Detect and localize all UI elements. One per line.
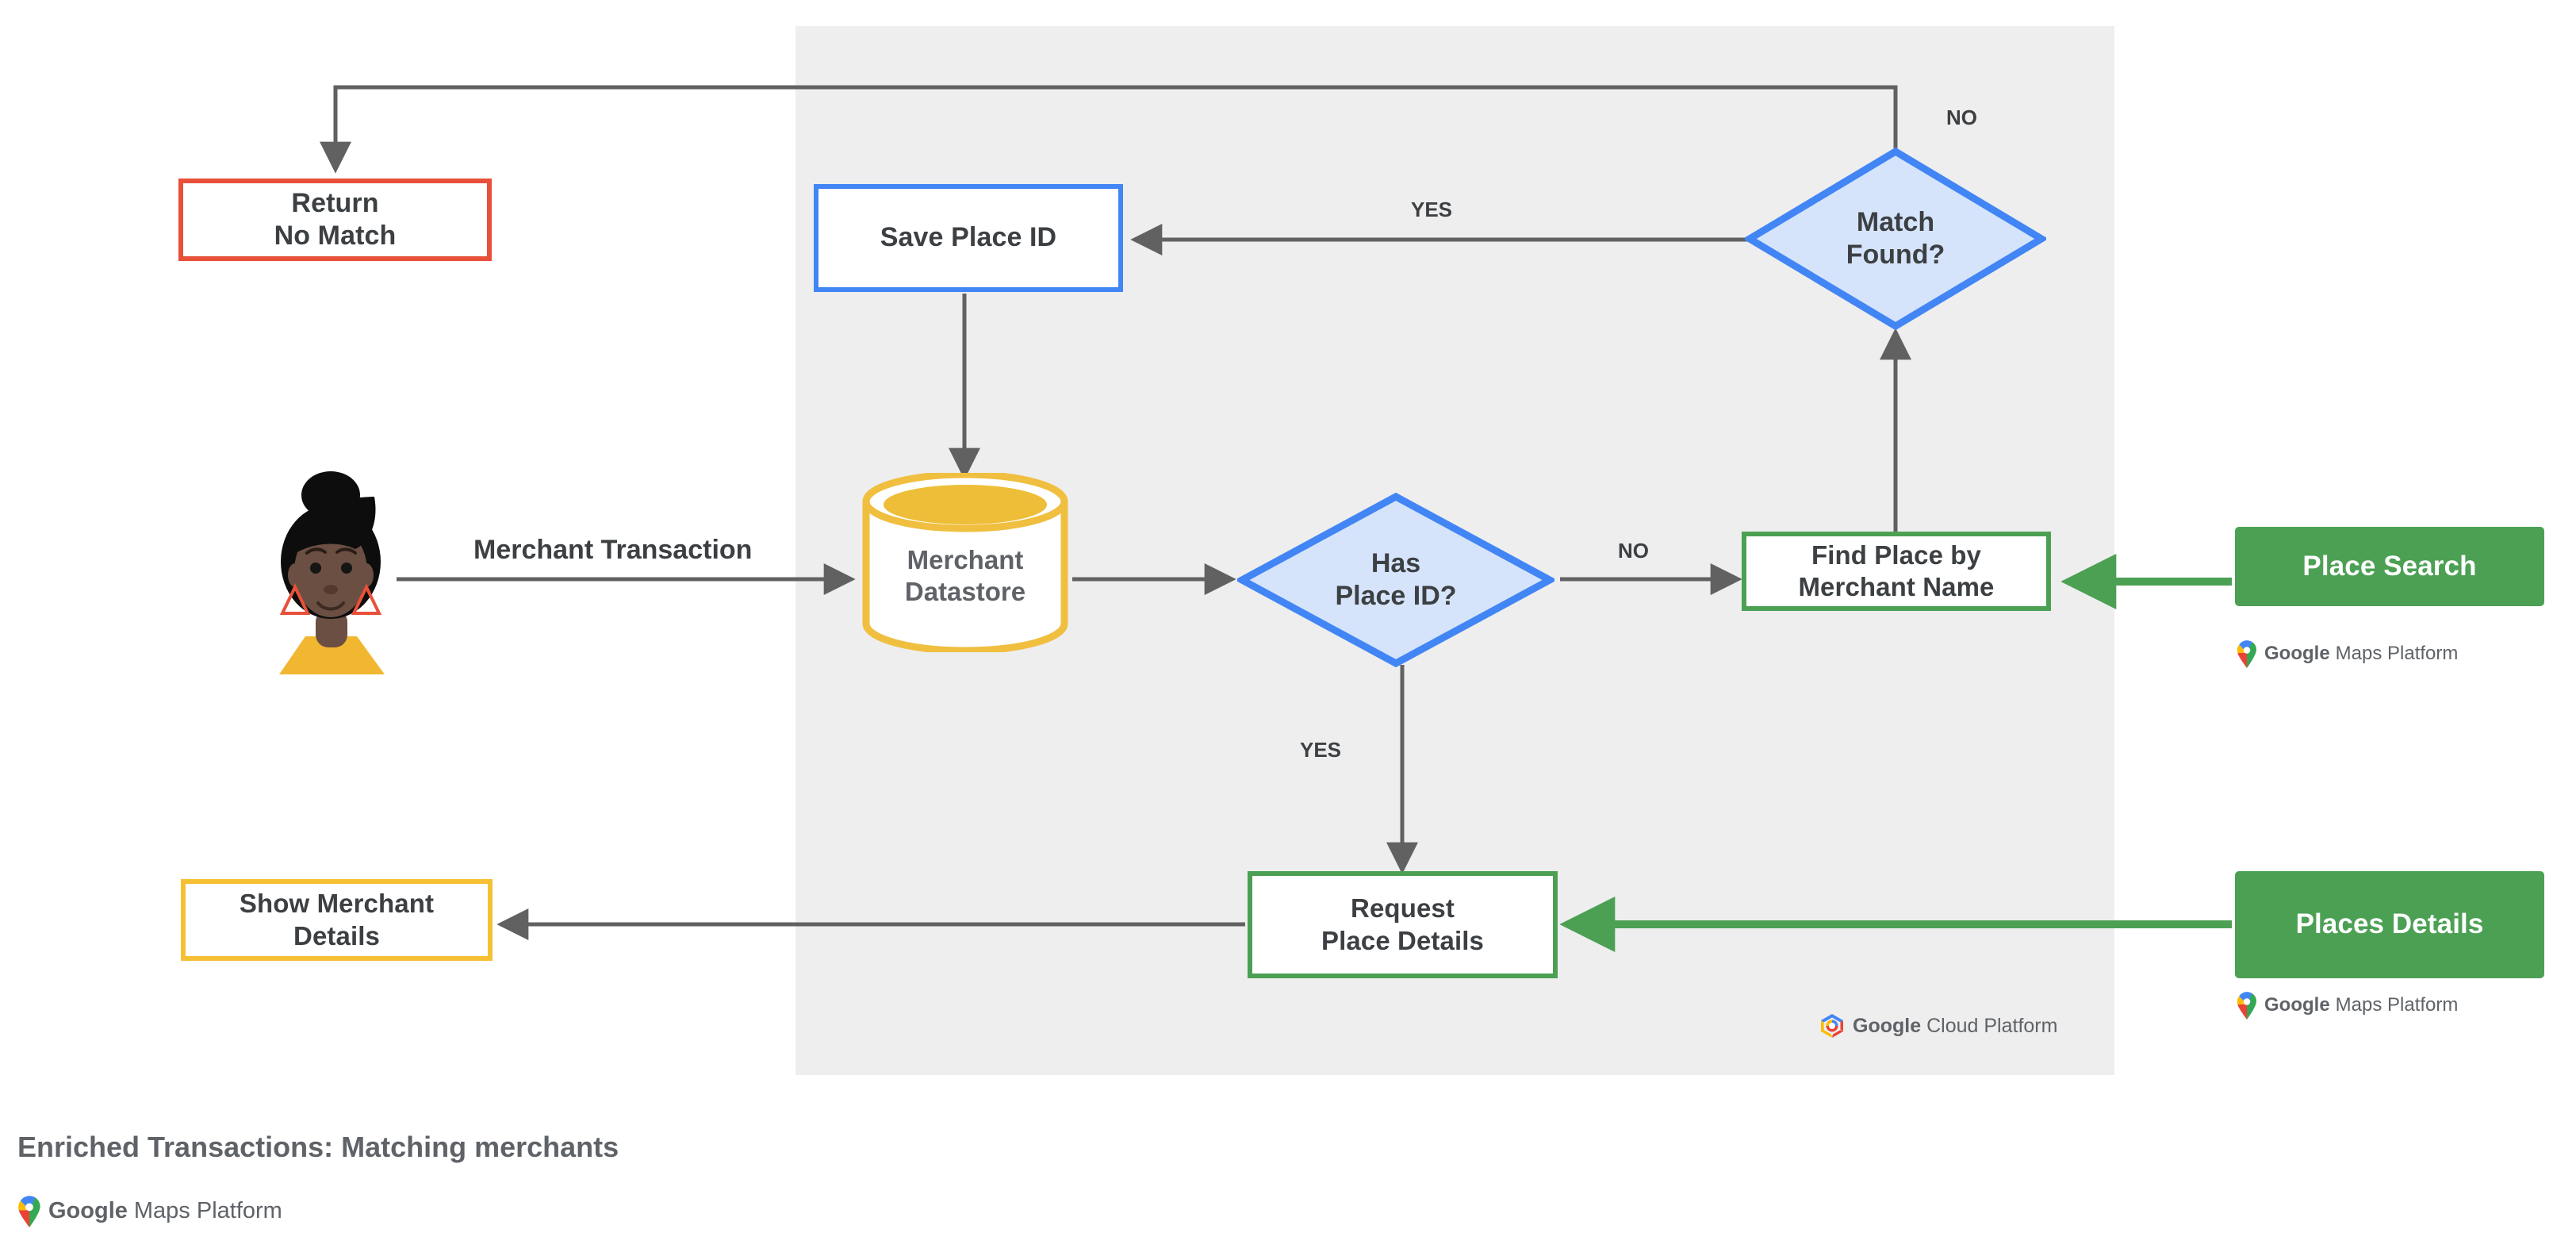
person-avatar-icon [279,471,385,674]
node-find-place-by-merchant-name[interactable]: Find Place by Merchant Name [1742,532,2051,611]
edge-label-has-place-id-no: NO [1618,539,1649,563]
diagram-caption: Enriched Transactions: Matching merchant… [17,1131,619,1163]
node-has-place-id[interactable]: Has Place ID? [1234,492,1558,668]
node-find-place-line2: Merchant Name [1798,572,1995,601]
node-request-place-details-line1: Request [1351,893,1455,924]
node-request-place-details[interactable]: Request Place Details [1248,871,1558,978]
maps-platform-product: Maps Platform [2335,643,2459,664]
node-merchant-datastore[interactable]: Merchant Datastore [859,470,1071,655]
maps-platform-brand: Google [2264,994,2330,1016]
maps-platform-brand: Google [48,1198,128,1223]
edge-label-merchant-transaction: Merchant Transaction [473,535,753,565]
node-return-no-match-line1: Return [291,187,379,218]
edge-label-match-found-no: NO [1946,106,1977,129]
cloud-platform-brand: Google [1853,1014,1922,1037]
node-return-no-match-line2: No Match [274,221,397,251]
google-cloud-hexagon-icon [1821,1014,1843,1038]
has-place-id-diamond-shape [1234,492,1558,668]
edge-label-has-place-id-yes: YES [1300,738,1342,762]
cloud-platform-product: Cloud Platform [1926,1014,2058,1037]
google-maps-pin-icon [18,1196,40,1227]
node-save-place-id[interactable]: Save Place ID [814,184,1123,292]
google-maps-pin-icon [2237,640,2256,668]
merchant-customer-avatar [262,460,401,674]
node-save-place-id-label: Save Place ID [880,222,1057,253]
node-match-found[interactable]: Match Found? [1742,147,2049,331]
node-return-no-match[interactable]: Return No Match [178,179,492,261]
node-show-merchant-details[interactable]: Show Merchant Details [181,879,493,961]
node-places-details[interactable]: Places Details [2235,871,2544,978]
node-place-search[interactable]: Place Search [2235,527,2544,606]
node-place-search-label: Place Search [2302,550,2477,582]
google-maps-pin-icon [2237,992,2256,1020]
node-show-merchant-line1: Show Merchant [239,889,435,919]
node-request-place-details-line2: Place Details [1321,925,1484,955]
node-find-place-line1: Find Place by [1811,540,1981,570]
edge-label-match-found-yes: YES [1411,198,1453,221]
datastore-cylinder-shape [862,470,1068,655]
match-found-diamond-shape [1742,147,2049,331]
node-show-merchant-line2: Details [293,920,380,951]
maps-platform-product: Maps Platform [2335,994,2459,1016]
maps-platform-brand: Google [2264,643,2330,664]
node-places-details-label: Places Details [2295,908,2484,940]
maps-platform-product: Maps Platform [133,1198,282,1223]
